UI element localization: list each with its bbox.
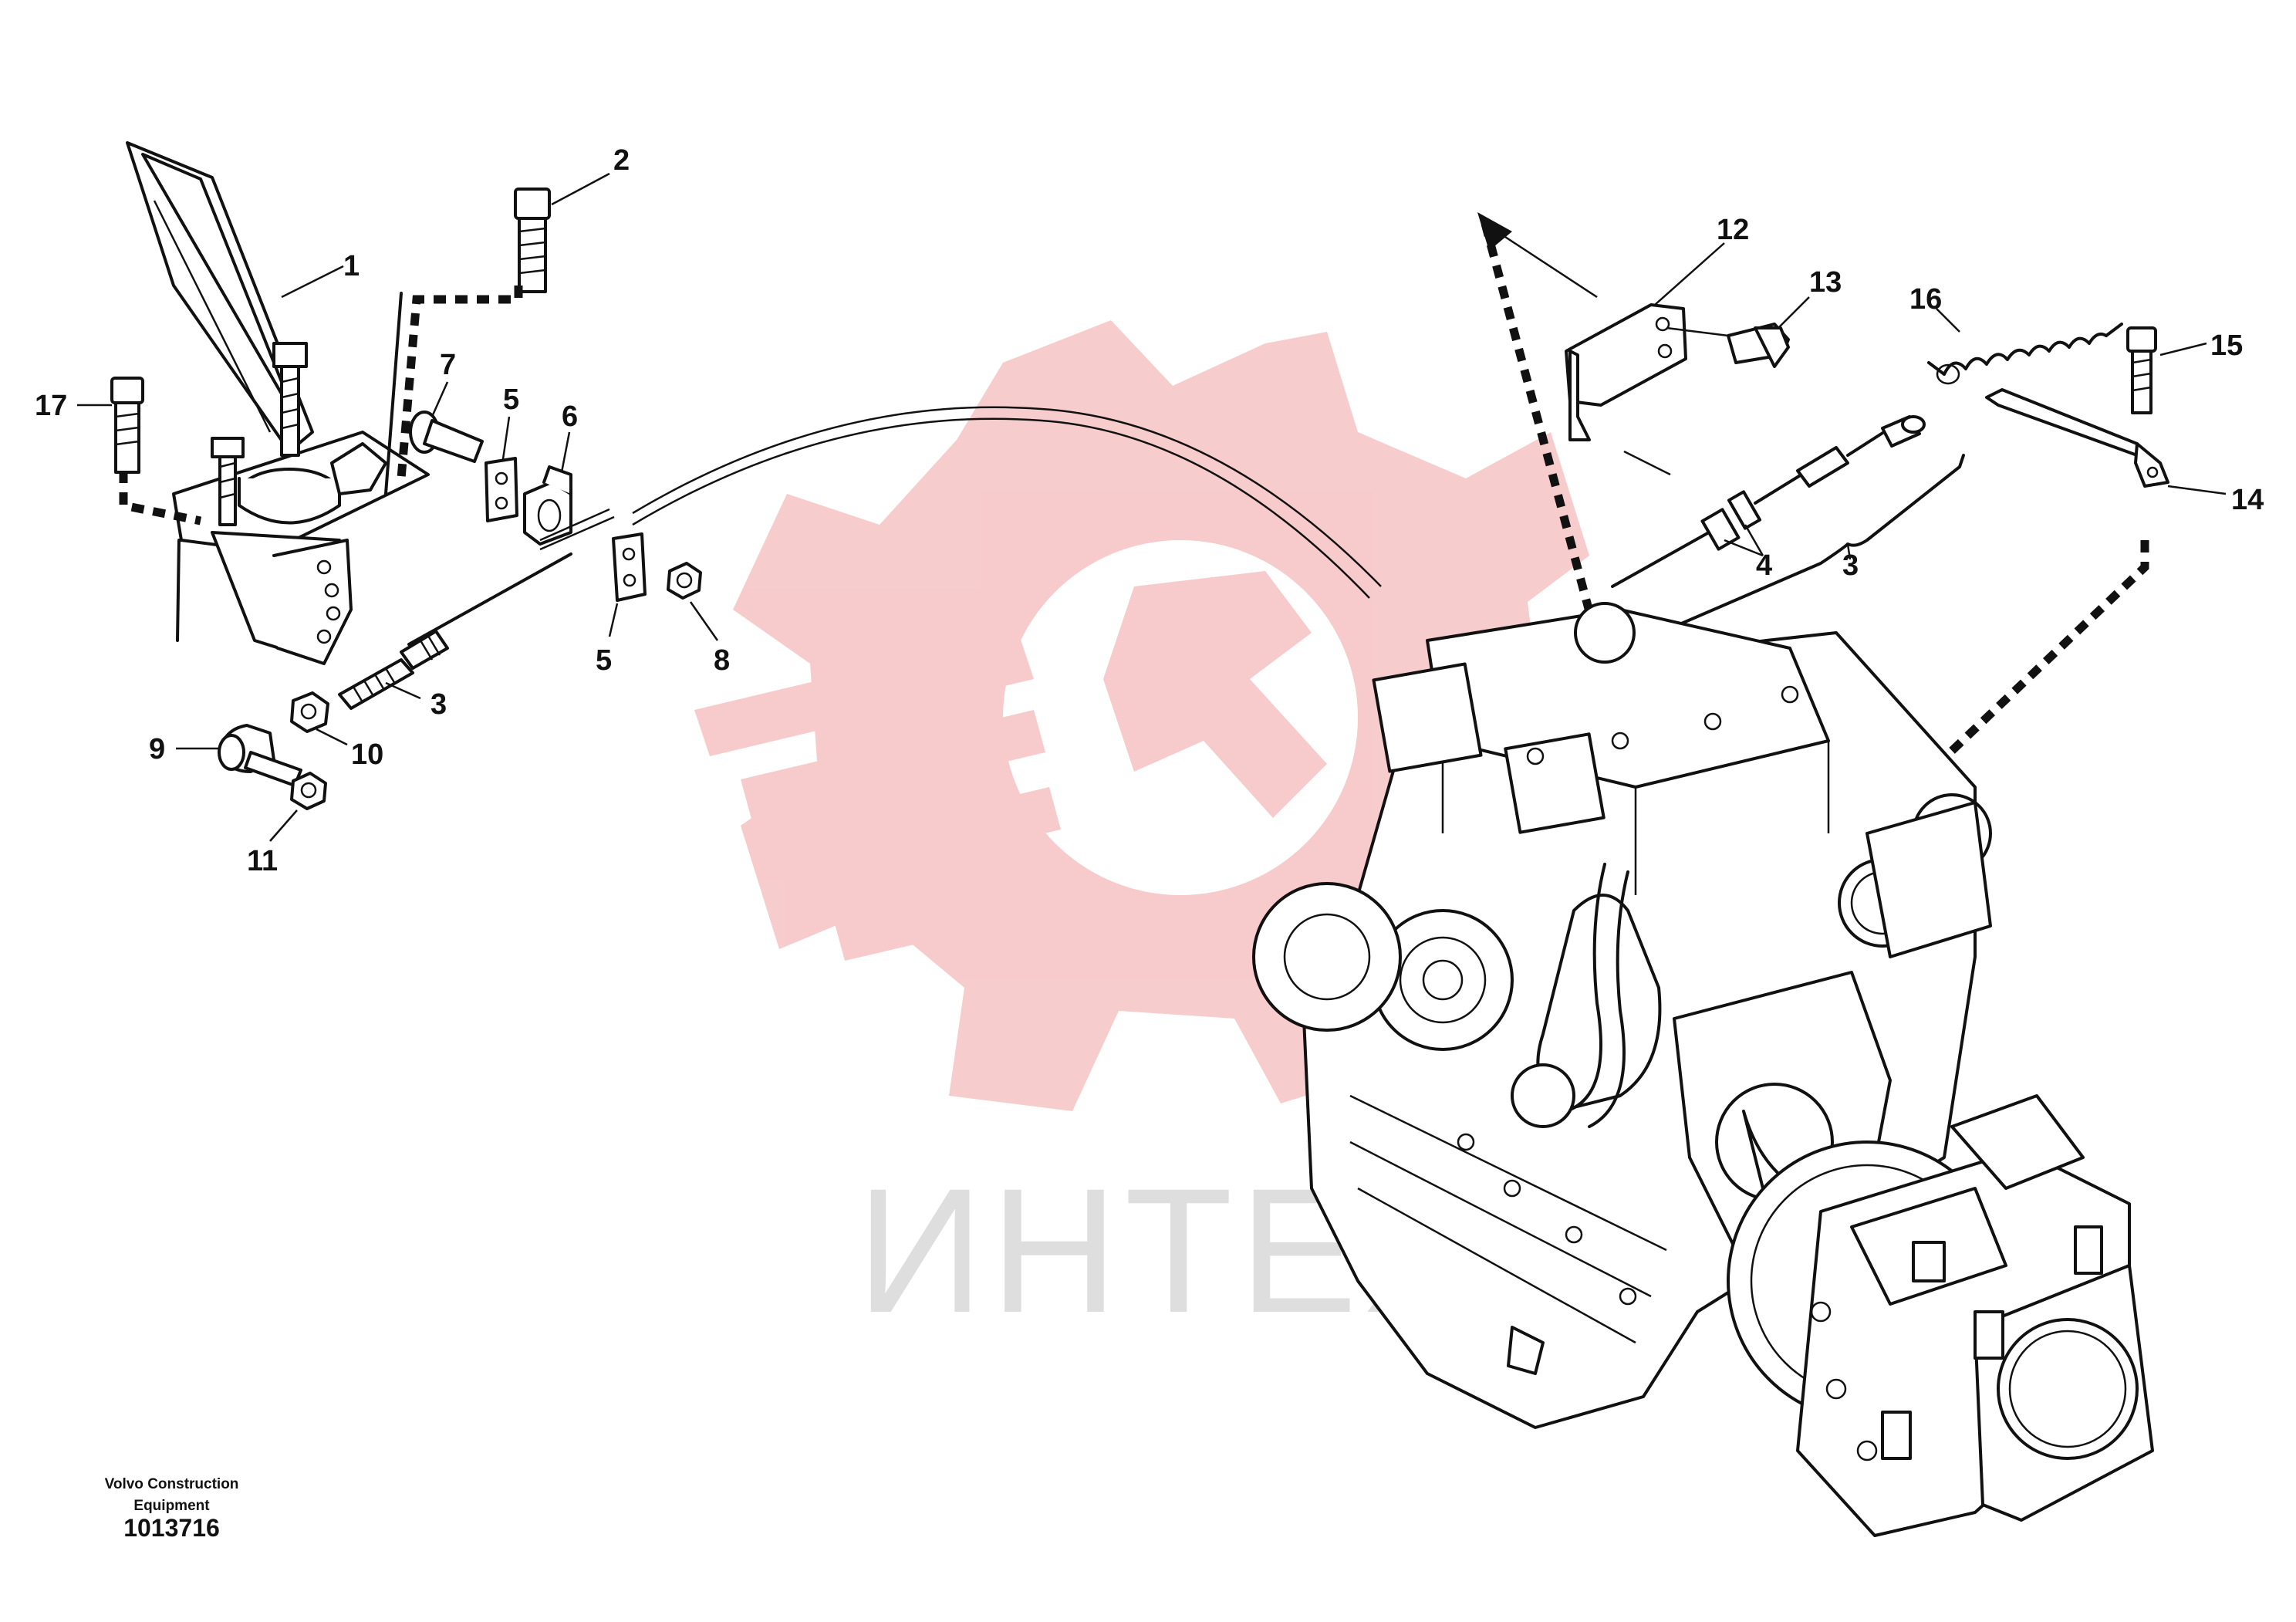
- leader-1: [281, 265, 344, 299]
- nut-10: [290, 691, 329, 733]
- leader-7: [430, 381, 449, 417]
- leader-4a: [1724, 539, 1764, 557]
- drawing-number: 1013716: [123, 1514, 220, 1542]
- callout-3-left: 3: [430, 688, 447, 721]
- leader-4b: [1744, 524, 1764, 556]
- callout-13: 13: [1809, 266, 1842, 299]
- accelerator-pedal: [126, 141, 430, 665]
- callout-10: 10: [351, 738, 383, 771]
- clamp-6: [523, 465, 572, 546]
- leader-2: [551, 172, 610, 206]
- leader-6: [560, 431, 571, 473]
- cable-end-3-right: [1611, 415, 1926, 588]
- callout-15: 15: [2210, 329, 2243, 362]
- bolt-17: [110, 377, 144, 474]
- leader-8: [689, 601, 719, 641]
- callout-9: 9: [149, 733, 165, 765]
- bracket-12: [1565, 303, 1687, 441]
- callout-5-lower: 5: [596, 644, 612, 677]
- callout-12: 12: [1717, 214, 1749, 246]
- hydraulic-pump: [1727, 1094, 2154, 1537]
- leader-5b: [608, 603, 619, 637]
- nut-11: [290, 772, 327, 810]
- assembly-line-17: [119, 471, 202, 525]
- callout-4: 4: [1756, 549, 1772, 582]
- callout-5-upper: 5: [503, 384, 519, 416]
- bolt-13: [1727, 323, 1790, 368]
- callout-16: 16: [1909, 283, 1942, 316]
- leader-10: [316, 728, 348, 746]
- callout-6: 6: [562, 400, 578, 433]
- bolt-7: [409, 411, 484, 463]
- assembly-arrow-12: [1477, 212, 1512, 251]
- clamp-plate-5-upper: [485, 457, 518, 522]
- spring-16: [1927, 323, 2123, 385]
- callout-14: 14: [2231, 484, 2264, 516]
- assembly-line-2: [397, 286, 523, 479]
- company-line-2: Equipment: [133, 1498, 210, 1514]
- bolt-2: [514, 188, 551, 293]
- throttle-cable: [632, 406, 1382, 599]
- leader-14: [2167, 485, 2227, 495]
- nut-8: [667, 562, 702, 600]
- callout-17: 17: [35, 390, 67, 422]
- leader-5a: [501, 416, 511, 460]
- leader-3a: [385, 681, 421, 700]
- leader-3b: [1846, 543, 1852, 560]
- callout-3-right: 3: [1842, 549, 1859, 582]
- clamp-plate-5-lower: [612, 532, 647, 602]
- company-line-1: Volvo Construction: [104, 1476, 239, 1492]
- ball-joint-9: [218, 724, 302, 787]
- company-name: Volvo Construction Equipment: [62, 1474, 282, 1517]
- leader-15: [2159, 342, 2207, 357]
- callout-1: 1: [343, 250, 360, 282]
- leader-12: [1654, 242, 1725, 306]
- assembly-line-12-b: [1623, 450, 1671, 476]
- leader-16: [1936, 308, 1960, 333]
- assembly-line-12-c: [1666, 326, 1729, 337]
- bolt-15: [2126, 326, 2157, 414]
- cable-end-3-left: [338, 508, 615, 710]
- callout-2: 2: [613, 144, 630, 177]
- leader-13: [1778, 296, 1810, 329]
- callout-7: 7: [440, 349, 456, 381]
- lever-14: [1985, 388, 2169, 488]
- callout-8: 8: [714, 644, 730, 677]
- leader-11: [269, 809, 298, 842]
- callout-11: 11: [247, 845, 278, 877]
